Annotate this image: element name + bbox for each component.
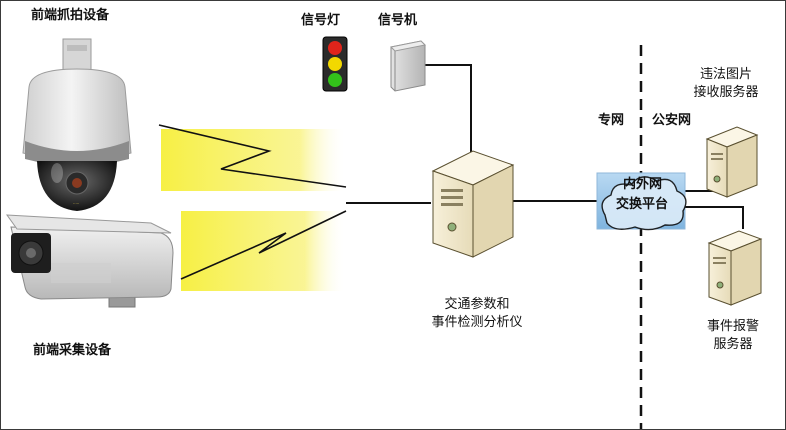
signal-light-label: 信号灯: [301, 13, 341, 28]
private-network-label: 专网: [598, 113, 625, 128]
connection-lines: [346, 64, 744, 229]
line-exchange-to-event: [681, 206, 744, 229]
dome-camera-icon: ·····: [22, 38, 132, 211]
violation-server-label-line1: 违法图片: [699, 67, 752, 82]
police-network-label: 公安网: [652, 113, 692, 128]
line-signal-to-analyzer: [425, 64, 472, 159]
signal-machine-icon: [389, 40, 427, 92]
front-capture-label: 前端抓拍设备: [31, 8, 110, 23]
box-camera-icon: [5, 214, 174, 308]
front-collect-label: 前端采集设备: [33, 343, 112, 358]
event-server-label-line2: 服务器: [713, 337, 753, 352]
signal-light-icon: [322, 36, 348, 92]
analyzer-label-line1: 交通参数和: [444, 297, 510, 312]
violation-server-icon: [705, 126, 759, 198]
wireless-link-upper: [158, 124, 347, 191]
analyzer-label-line2: 事件检测分析仪: [431, 315, 523, 330]
exchange-cloud-icon: [596, 172, 687, 231]
exchange-label-line1: 内外网: [623, 177, 663, 192]
event-alarm-server-icon: [707, 230, 763, 306]
wireless-link-lower: [180, 210, 347, 291]
svg-text:·····: ·····: [73, 201, 79, 206]
event-server-label-line1: 事件报警: [706, 319, 759, 334]
signal-machine-label: 信号机: [378, 13, 418, 28]
exchange-label-line2: 交换平台: [616, 197, 669, 212]
analyzer-server-icon: [431, 150, 515, 258]
violation-server-label-line2: 接收服务器: [693, 85, 759, 100]
